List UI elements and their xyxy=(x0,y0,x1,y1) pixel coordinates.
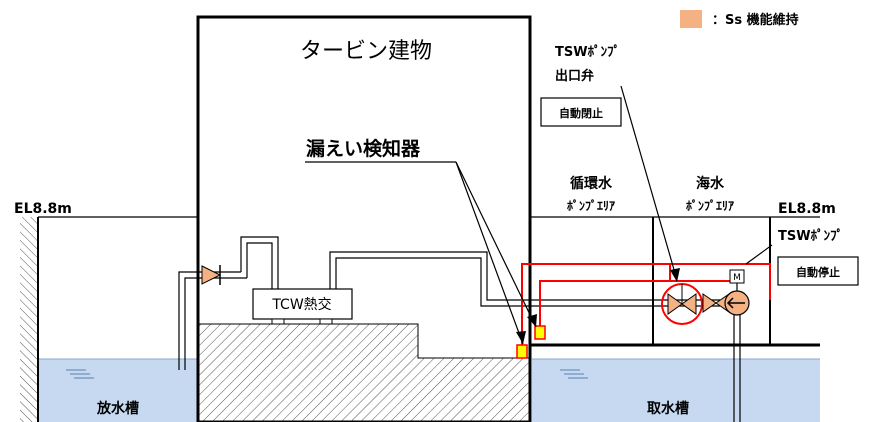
legend-swatch xyxy=(680,10,702,28)
check-valve-icon xyxy=(201,265,222,285)
auto-stop-label: 自動停止 xyxy=(796,265,840,279)
turbine-building xyxy=(196,15,532,422)
motor-icon xyxy=(729,269,745,284)
tcw-hx-label: TCW熱交 xyxy=(271,296,331,313)
gate-valve-icon xyxy=(661,283,703,325)
legend-label: ：Ss 機能維持 xyxy=(712,12,799,28)
discharge-tank-label: 放水槽 xyxy=(96,400,139,417)
discharge-water xyxy=(38,359,198,422)
seawater-label: 海水 xyxy=(696,175,725,192)
left-ground-wall xyxy=(20,217,38,422)
seawater-area-label: ﾎﾟﾝﾌﾟｴﾘｱ xyxy=(686,198,734,213)
circ-water-label: 循環水 xyxy=(570,175,613,192)
leak-detector-icon xyxy=(534,325,546,340)
tcw-heat-exchanger xyxy=(252,288,353,320)
circ-water-area-label: ﾎﾟﾝﾌﾟｴﾘｱ xyxy=(567,198,615,213)
motor-label: M xyxy=(733,273,741,283)
leak-detector-label: 漏えい検知器 xyxy=(306,137,421,160)
tsw-pump-label: TSWﾎﾟﾝﾌﾟ xyxy=(778,228,843,244)
auto-close-box xyxy=(540,97,622,127)
building-title: タービン建物 xyxy=(300,39,432,64)
building-foundation xyxy=(197,323,531,422)
elevation-left: EL8.8m xyxy=(14,201,72,217)
pump-icon xyxy=(724,290,750,316)
auto-close-label: 自動閉止 xyxy=(559,106,603,120)
auto-stop-box xyxy=(777,256,859,286)
tsw-pump-outlet-valve-label: TSWﾎﾟﾝﾌﾟ xyxy=(555,44,620,60)
outlet-valve-label: 出口弁 xyxy=(555,68,594,84)
intake-tank-label: 取水槽 xyxy=(647,400,689,417)
elevation-right: EL8.8m xyxy=(778,201,836,217)
leak-detector-icon xyxy=(516,344,528,359)
